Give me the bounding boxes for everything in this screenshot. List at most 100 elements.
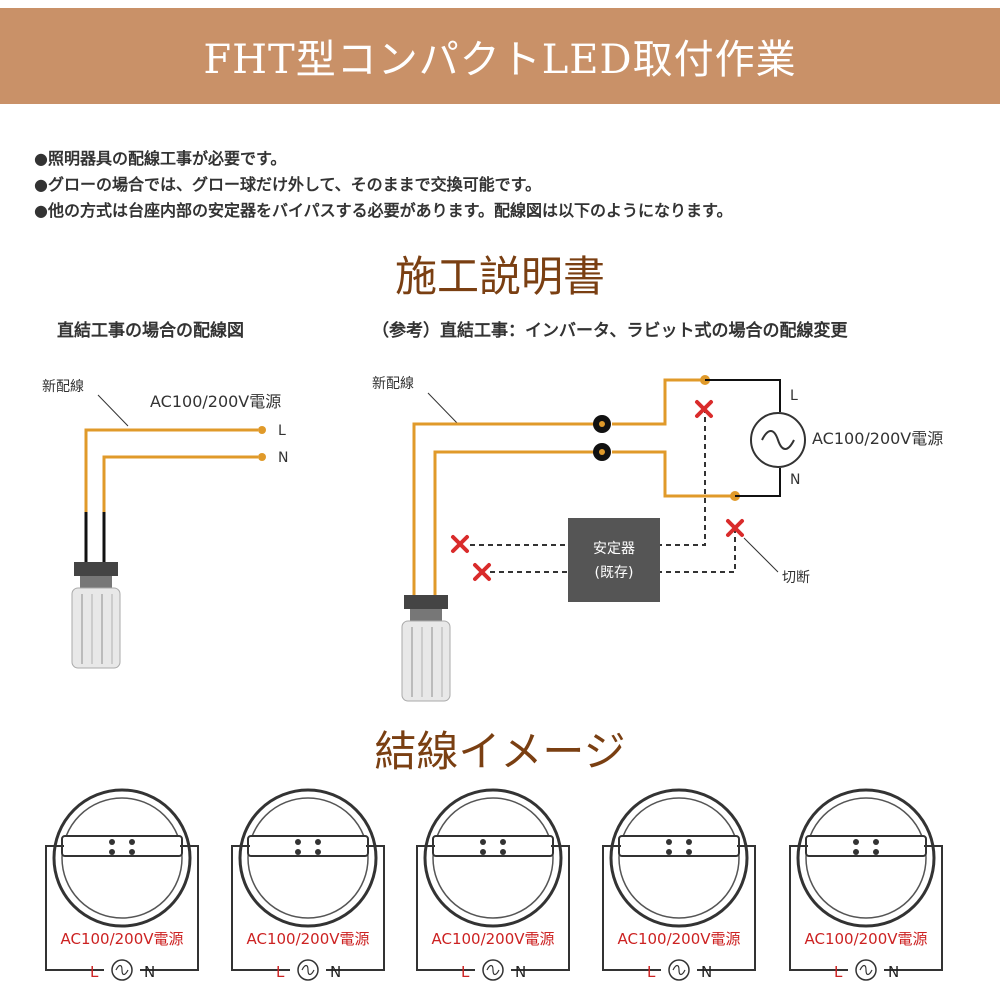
- new-wiring-label: 新配線: [42, 379, 84, 395]
- socket-pin: [500, 849, 506, 855]
- terminal-l: [258, 426, 266, 434]
- ac-wave: [672, 964, 686, 976]
- fixture-inner-ring: [247, 797, 369, 919]
- socket-pin: [315, 839, 321, 845]
- socket-pin: [295, 849, 301, 855]
- note-item: ●他の方式は台座内部の安定器をバイパスする必要があります。配線図は以下のようにな…: [34, 201, 733, 220]
- diagram-right-title: （参考）直結工事：インバータ、ラビット式の場合の配線変更: [372, 321, 848, 341]
- power-wire: [705, 379, 781, 412]
- socket-pin: [873, 839, 879, 845]
- fixture-inner-ring: [61, 797, 183, 919]
- socket-pin: [129, 839, 135, 845]
- socket-pin: [500, 839, 506, 845]
- old-wire-dashed: [640, 408, 706, 546]
- diagram-left: 新配線 AC100/200V電源 L N: [42, 379, 288, 669]
- l-terminal-label: L: [276, 963, 285, 981]
- wiring-image-panel: AC100/200V電源 L N: [231, 788, 385, 981]
- fixture-inner-ring: [805, 797, 927, 919]
- socket-pin: [853, 839, 859, 845]
- wire-loop-right: [511, 845, 570, 971]
- wire-l: [412, 422, 600, 595]
- diagram-left-title: 直結工事の場合の配線図: [57, 321, 244, 341]
- ac-wave: [486, 964, 500, 976]
- led-lamp: [401, 595, 451, 702]
- leader-line: [427, 392, 459, 425]
- leader-line: [743, 537, 779, 573]
- ballast-sublabel: (既存): [595, 565, 634, 581]
- socket-plate: [618, 835, 740, 857]
- power-source-label: AC100/200V電源: [617, 930, 740, 948]
- fixture-outer-ring: [796, 788, 936, 928]
- note-item: ●照明器具の配線工事が必要です。: [34, 149, 287, 168]
- l-terminal-label: L: [790, 388, 798, 404]
- n-terminal-label: N: [701, 963, 712, 981]
- socket-pin: [873, 849, 879, 855]
- power-source-label: AC100/200V電源: [431, 930, 554, 948]
- power-source-label: AC100/200V電源: [246, 930, 369, 948]
- wire-loop-left: [231, 845, 290, 971]
- wire-loop-right: [697, 845, 756, 971]
- l-terminal-label: L: [461, 963, 470, 981]
- socket-pin: [129, 849, 135, 855]
- fixture-inner-ring: [432, 797, 554, 919]
- wire-loop-right: [884, 845, 943, 971]
- socket-pin: [666, 849, 672, 855]
- socket-plate: [432, 835, 554, 857]
- ballast-box: [568, 518, 660, 602]
- section-title-wiring-image: 結線イメージ: [374, 727, 626, 776]
- cut-mark-icon: [451, 535, 469, 553]
- section-title-instructions: 施工説明書: [394, 252, 605, 301]
- wire-n: [433, 450, 600, 595]
- n-terminal-label: N: [330, 963, 341, 981]
- wire-n: [102, 455, 258, 512]
- socket-pin: [686, 849, 692, 855]
- wire-l-to-power: [612, 378, 705, 426]
- n-terminal-label: N: [790, 472, 800, 488]
- socket-pin: [315, 849, 321, 855]
- l-terminal-label: L: [90, 963, 99, 981]
- cut-mark-icon: [473, 563, 491, 581]
- socket-pin: [666, 839, 672, 845]
- power-source-label: AC100/200V電源: [60, 930, 183, 948]
- wire-loop-right: [326, 845, 385, 971]
- power-source-label: AC100/200V電源: [150, 392, 281, 411]
- l-terminal-label: L: [647, 963, 656, 981]
- wire-loop-right: [140, 845, 199, 971]
- wiring-image-panel: AC100/200V電源 L N: [602, 788, 756, 981]
- socket-pin: [853, 849, 859, 855]
- wire-n-to-power: [612, 450, 735, 498]
- fixture-outer-ring: [423, 788, 563, 928]
- note-item: ●グローの場合では、グロー球だけ外して、そのままで交換可能です。: [34, 175, 542, 194]
- socket-pin: [295, 839, 301, 845]
- notes-list: ●照明器具の配線工事が必要です。 ●グローの場合では、グロー球だけ外して、そのま…: [34, 146, 732, 224]
- cut-mark-icon: [695, 400, 713, 418]
- terminal-n: [258, 453, 266, 461]
- l-terminal-label: L: [278, 423, 286, 439]
- diagram-right: 新配線 L N AC100/200V電源 安定器 (既存): [372, 375, 943, 702]
- socket-plate: [61, 835, 183, 857]
- socket-pin: [480, 849, 486, 855]
- ballast-label: 安定器: [593, 541, 635, 557]
- fixture-outer-ring: [238, 788, 378, 928]
- socket-pin: [109, 839, 115, 845]
- fixture-inner-ring: [618, 797, 740, 919]
- power-source-label: AC100/200V電源: [804, 930, 927, 948]
- wire-loop-left: [789, 845, 848, 971]
- wire-l: [84, 428, 258, 512]
- power-wire: [735, 468, 781, 497]
- new-wiring-label: 新配線: [372, 376, 414, 392]
- wire-loop-left: [45, 845, 104, 971]
- fixture-outer-ring: [52, 788, 192, 928]
- socket-plate: [805, 835, 927, 857]
- leader-line: [97, 394, 129, 427]
- l-terminal-label: L: [834, 963, 843, 981]
- n-terminal-label: N: [278, 450, 288, 466]
- ac-wave: [859, 964, 873, 976]
- banner-title: FHT型コンパクトLED取付作業: [203, 37, 797, 83]
- wire-loop-left: [416, 845, 475, 971]
